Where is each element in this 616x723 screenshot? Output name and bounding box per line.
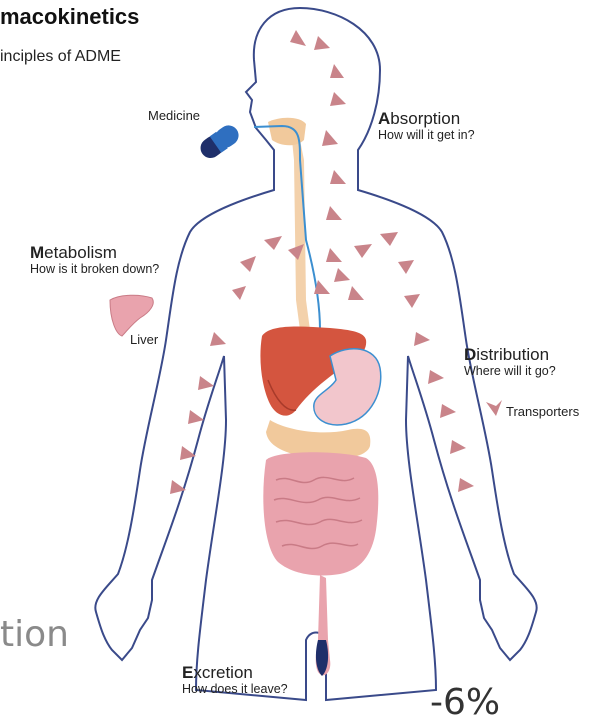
absorption-initial: A — [378, 109, 390, 128]
distribution-arrows — [170, 30, 474, 494]
absorption-question: How will it get in? — [378, 128, 475, 142]
slide-text-fragment: tion — [0, 614, 69, 655]
oral-cavity — [268, 118, 306, 146]
liver-icon — [110, 295, 153, 336]
medicine-pill-icon — [197, 121, 243, 161]
metabolism-word: etabolism — [44, 243, 117, 262]
metabolism-question: How is it broken down? — [30, 262, 159, 276]
absorption-word: bsorption — [390, 109, 460, 128]
distribution-word: istribution — [476, 345, 549, 364]
distribution-question: Where will it go? — [464, 364, 556, 378]
excretion-label: Excretion How does it leave? — [182, 664, 288, 696]
esophagus-line — [254, 126, 320, 330]
absorption-label: Absorption How will it get in? — [378, 110, 475, 142]
slide-percent-fragment: -6% — [430, 682, 500, 723]
metabolism-initial: M — [30, 243, 44, 262]
distribution-initial: D — [464, 345, 476, 364]
medicine-label: Medicine — [148, 108, 200, 123]
transporters-label: Transporters — [506, 404, 579, 419]
intestine-organ — [263, 452, 378, 575]
transporter-arrow-icon — [486, 400, 502, 416]
excretion-word: xcretion — [193, 663, 253, 682]
metabolism-label: Metabolism How is it broken down? — [30, 244, 159, 276]
excretion-initial: E — [182, 663, 193, 682]
distribution-label: Distribution Where will it go? — [464, 346, 556, 378]
liver-label: Liver — [130, 332, 158, 347]
excretion-question: How does it leave? — [182, 682, 288, 696]
